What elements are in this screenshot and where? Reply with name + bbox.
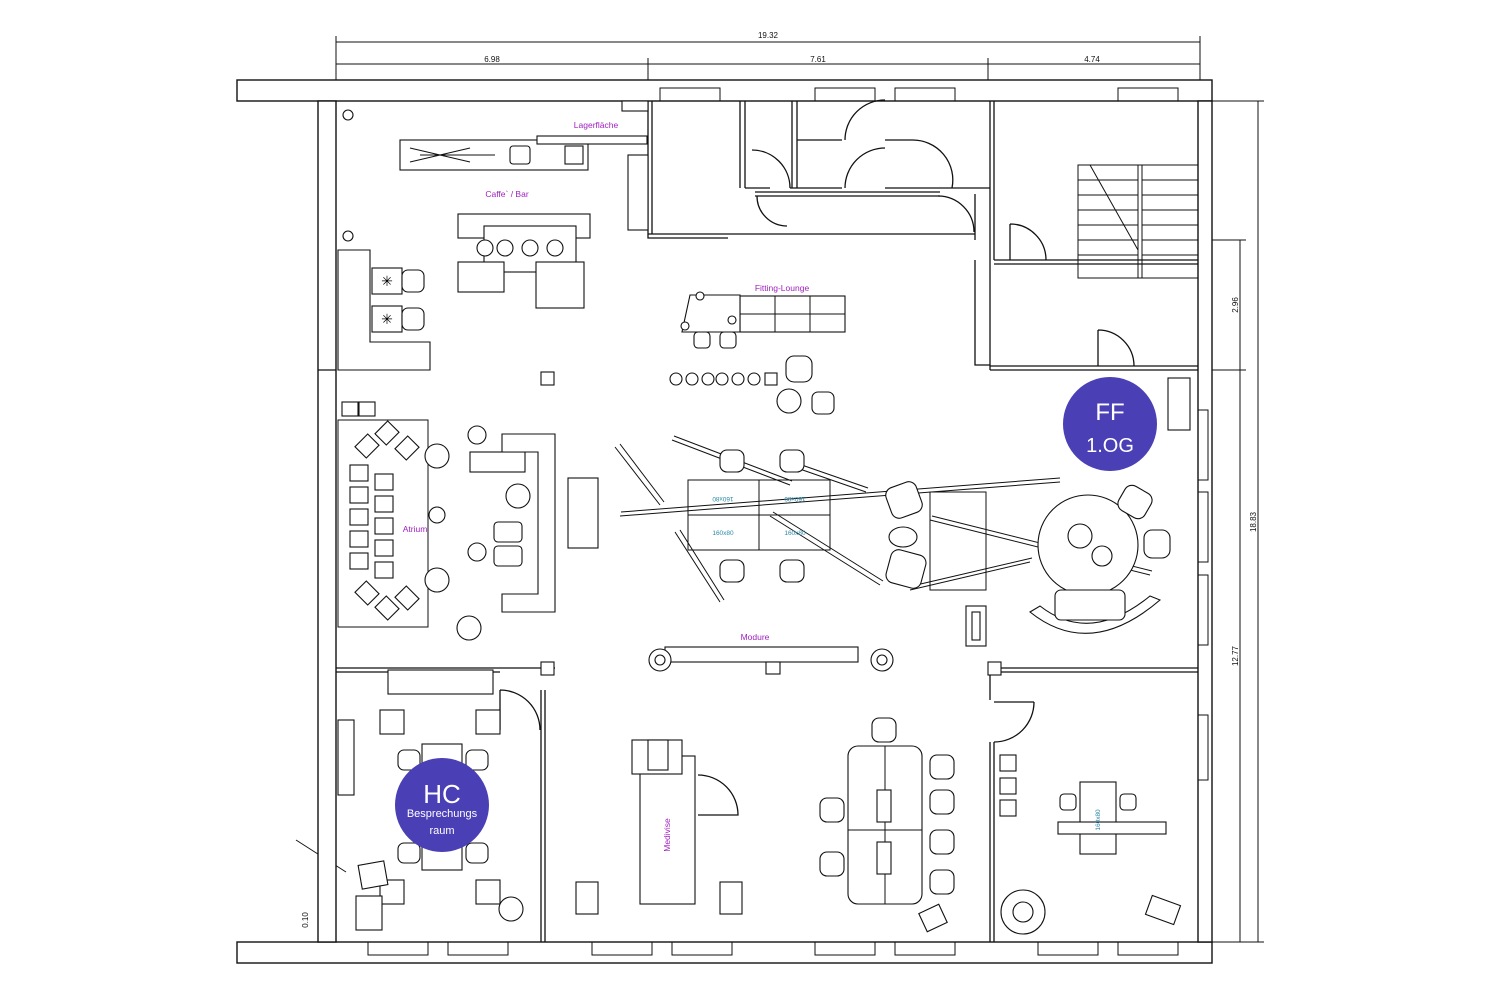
- hc-badge: [395, 758, 489, 852]
- ff-badge-code: FF: [1095, 399, 1124, 426]
- room-label-fitting-lounge: Fitting-Lounge: [755, 283, 810, 293]
- room-label-storage: Lagerfläche: [574, 120, 619, 130]
- dim-wall-offset: 0.10: [301, 912, 310, 928]
- ff-badge: [1063, 377, 1157, 471]
- room-label-modure: Modure: [741, 632, 770, 642]
- staircase: [1077, 164, 1199, 279]
- medivise-furniture: [575, 739, 743, 915]
- table-label: 160x80: [712, 495, 734, 502]
- dim-right-upper: 2.96: [1231, 297, 1240, 313]
- outer-walls: [236, 79, 1213, 964]
- hc-badge-line2: raum: [429, 825, 454, 837]
- room-label-medivise: Medivise: [662, 818, 672, 852]
- table-label: 160x80: [784, 495, 806, 502]
- central-workspace: [540, 377, 1191, 676]
- dim-total-width: 19.32: [758, 31, 779, 40]
- bottom-right-room-furniture: [999, 754, 1182, 935]
- dim-segment-middle: 7.61: [810, 55, 826, 64]
- interior-walls: [318, 99, 1198, 942]
- svg-text:✳: ✳: [381, 273, 393, 289]
- table-label: 160x80: [712, 530, 734, 537]
- lounge-sofa: ✳✳: [337, 249, 555, 417]
- cafe-bar-furniture: [342, 100, 649, 309]
- fitting-lounge-furniture: [669, 291, 846, 415]
- dim-segment-right: 4.74: [1084, 55, 1100, 64]
- svg-text:✳: ✳: [381, 311, 393, 327]
- atrium-furniture: [337, 419, 599, 641]
- hc-badge-code: HC: [423, 779, 461, 809]
- ff-badge-floor: 1.OG: [1086, 435, 1134, 457]
- table-label: 160x80: [1095, 809, 1102, 831]
- room-label-cafe-bar: Caffe` / Bar: [485, 189, 528, 199]
- room-label-atrium: Atrium: [403, 524, 428, 534]
- dim-right-lower: 12.77: [1231, 645, 1240, 666]
- hc-badge-line1: Besprechungs: [407, 808, 478, 820]
- workstations: [819, 717, 955, 933]
- dim-segment-left: 6.98: [484, 55, 500, 64]
- table-label: 160x80: [784, 530, 806, 537]
- dim-total-height: 18.83: [1249, 511, 1258, 532]
